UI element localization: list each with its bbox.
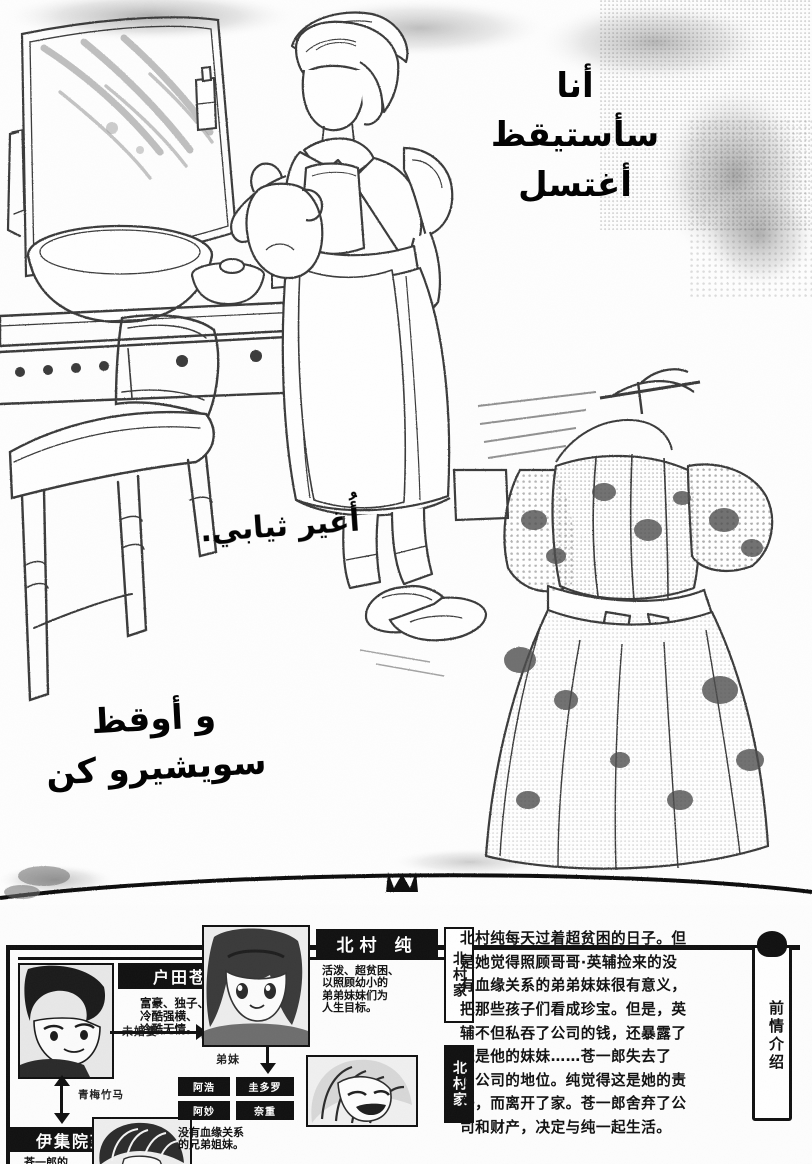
manga-artwork-panel: أنا سأستيقظ أغتسل أُغير ثيابي. و أوقظ سو… (0, 0, 812, 900)
desc-line: 弟弟妹妹们为 (322, 988, 388, 1002)
portrait-toda-soichiro (18, 963, 114, 1079)
sibling-box-2: 圭多罗 (236, 1077, 294, 1096)
dialogue-bubble-1: أنا سأستيقظ أغتسل (470, 62, 680, 210)
desc-line: 富豪、独子、 (140, 996, 209, 1010)
relation-text: 弟妹 (216, 1053, 240, 1066)
relation-arrowhead-down (260, 1063, 276, 1074)
summary-line: 有血缘关系的弟弟妹妹很有意义， (460, 977, 687, 995)
bookmark-label: 前情介绍 (767, 1000, 785, 1072)
dialogue-1-line-2: سأستيقظ (490, 115, 660, 156)
sibling-note-line: 的兄弟姐妹。 (178, 1138, 244, 1152)
desc-line: 冷酷强横、 (140, 1008, 198, 1023)
character-info-panel: 户田苍一郎 富豪、独子、 冷酷强横、 冷酷无情。 未婚妻 ♡ 青梅竹马 伊集院望… (0, 905, 812, 1164)
portrait-art (308, 1057, 416, 1125)
sibling-name: 奈重 (254, 1107, 276, 1118)
family-tag-text: 北村家 (451, 1060, 467, 1108)
sibling-box-3: 阿妙 (178, 1101, 230, 1120)
relation-label-siblings: 弟妹 (216, 1051, 240, 1067)
summary-line: 是她觉得照顾哥哥·英辅捡来的没 (460, 953, 678, 971)
desc-ijuin-nozomu: 苍一郎的 青梅竹马。 (24, 1156, 136, 1164)
summary-line: 北村纯每天过着超贫困的日子。但 (460, 930, 687, 947)
summary-line: 把那些孩子们看成珍宝。但是，英 (460, 1000, 687, 1018)
dialogue-bubble-3: و أوقظ سويشيرو كن (38, 689, 273, 799)
name-kitamura-jun: 北村 纯 (336, 935, 418, 956)
summary-line: 辅不但私吞了公司的钱，还暴露了 (460, 1024, 687, 1042)
story-summary: 北村纯每天过着超贫困的日子。但 是她觉得照顾哥哥·英辅捡来的没 有血缘关系的弟弟… (460, 927, 746, 1140)
sibling-name: 圭多罗 (248, 1083, 282, 1094)
portrait-eisuke (306, 1055, 418, 1127)
relation-arrowhead-up (54, 1075, 70, 1086)
relation-text: 青梅竹马 (78, 1089, 124, 1101)
family-tag-kitamura-top: 北村家 (444, 927, 474, 1023)
relation-label-childhood: 青梅竹马 (78, 1087, 124, 1102)
desc-line: 活泼、超贫困、 (322, 964, 399, 977)
portrait-kitamura-jun (202, 925, 310, 1047)
summary-line: 司和财产，决定与纯一起生活。 (460, 1119, 672, 1137)
summary-line: 任，而离开了家。苍一郎舍弃了公 (460, 1095, 687, 1113)
sibling-name: 阿浩 (193, 1083, 215, 1094)
story-so-far-bookmark: 前情介绍 (752, 931, 792, 1121)
desc-line: 人生目标。 (322, 1000, 377, 1014)
bookmark-cap-icon (757, 931, 787, 957)
relation-arrowhead-right (196, 1024, 207, 1040)
name-ijuin-nozomu: 伊集院望 (35, 1131, 108, 1151)
dialogue-1-line-1: أنا (556, 66, 594, 106)
portrait-art (204, 927, 308, 1045)
family-tag-text: 北村家 (451, 951, 467, 999)
sibling-name: 阿妙 (193, 1107, 215, 1118)
sibling-box-1: 阿浩 (178, 1077, 230, 1096)
desc-line: 苍一郎的 (24, 1156, 68, 1164)
relation-arrow-childhood (60, 1081, 63, 1117)
name-plate-kitamura-jun: 北村 纯 (316, 929, 438, 957)
family-tag-kitamura-bottom: 北村家 (444, 1045, 474, 1123)
portrait-art (94, 1119, 190, 1164)
sibling-note-line: 没有血缘关系 (178, 1126, 244, 1139)
sibling-box-4: 奈重 (236, 1101, 294, 1120)
desc-line: 以照顾幼小的 (322, 976, 388, 990)
dialogue-2-line-1: أُغير ثيابي. (198, 503, 361, 550)
dialogue-1-line-3: أغتسل (518, 164, 632, 205)
portrait-ijuin-nozomu (92, 1117, 192, 1164)
relation-arrow-siblings (266, 1045, 269, 1067)
relation-arrowhead-down (54, 1113, 70, 1124)
desc-kitamura-jun: 活泼、超贫困、 以照顾幼小的 弟弟妹妹们为 人生目标。 (322, 964, 438, 1014)
summary-line: 在公司的地位。纯觉得这是她的责 (460, 1071, 687, 1089)
portrait-art (20, 965, 112, 1077)
relation-arrow-fiancee (110, 1031, 198, 1034)
summary-line: 纯是他的妹妹……苍一郎失去了 (460, 1048, 672, 1066)
sibling-note: 没有血缘关系 的兄弟姐妹。 (178, 1126, 308, 1152)
artwork-lineart (0, 0, 812, 900)
